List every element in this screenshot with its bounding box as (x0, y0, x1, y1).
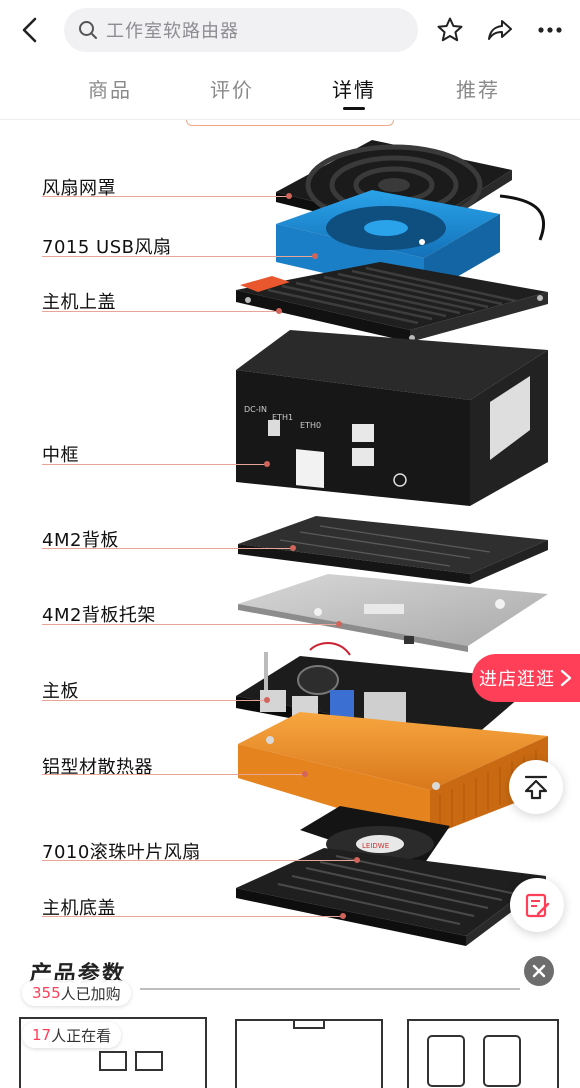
leader-dot-bearing-fan (354, 857, 360, 863)
leader-dot-m2-backplane (290, 545, 296, 551)
share-arrow-icon (488, 20, 512, 40)
search-query-text: 工作室软路由器 (106, 21, 239, 42)
leader-line-mainboard (42, 700, 268, 701)
leader-dot-heatsink (302, 771, 308, 777)
back-to-top-button[interactable] (509, 760, 563, 814)
leader-dot-mainboard (264, 697, 270, 703)
label-usb-fan: 7015 USB风扇 (42, 237, 172, 258)
leader-line-fan-grille (42, 196, 290, 197)
tab-bar: 商品 评价 详情 推荐 (0, 60, 580, 120)
purchased-count: 355 (32, 984, 61, 1002)
purchased-text: 人已加购 (60, 984, 121, 1003)
label-bottom-cover: 主机底盖 (42, 898, 116, 919)
leader-line-m2-bracket (42, 624, 340, 625)
aluminum-heatsink-part (238, 712, 548, 836)
label-m2-bracket: 4M2背板托架 (42, 605, 156, 626)
tab-reviews[interactable]: 评价 (210, 78, 254, 102)
bottom-cover-part (236, 848, 546, 946)
label-fan-grille: 风扇网罩 (42, 178, 116, 199)
tab-details[interactable]: 详情 (332, 78, 376, 102)
port-label-dcin: DC-IN (244, 405, 267, 414)
purchased-count-badge: 355 人已加购 (22, 980, 131, 1006)
port-label-eth0: ETH0 (300, 421, 321, 430)
section-title-rule (140, 988, 520, 990)
top-bar: 工作室软路由器 (0, 0, 580, 60)
search-icon (79, 21, 97, 39)
m2-backplane-part (238, 516, 548, 584)
tab-product[interactable]: 商品 (88, 78, 132, 102)
leader-line-heatsink (42, 774, 306, 775)
top-cover-part (236, 262, 548, 342)
m2-bracket-part (238, 574, 548, 652)
viewing-count: 17 (32, 1026, 52, 1044)
leader-line-usb-fan (42, 256, 316, 257)
usb-fan-part (276, 190, 500, 296)
label-bearing-fan: 7010滚珠叶片风扇 (42, 842, 201, 863)
search-input[interactable]: 工作室软路由器 (64, 8, 418, 52)
header-divider (0, 119, 580, 120)
label-heatsink: 铝型材散热器 (42, 757, 153, 778)
label-mainboard: 主板 (42, 681, 79, 702)
visit-store-button[interactable]: 进店逛逛 (472, 654, 580, 702)
leader-dot-m2-bracket (336, 621, 342, 627)
star-outline-icon (437, 17, 463, 42)
viewing-count-badge: 17 人正在看 (22, 1022, 122, 1048)
viewing-text: 人正在看 (51, 1026, 112, 1045)
active-tab-indicator (343, 107, 365, 110)
more-button[interactable] (534, 14, 566, 46)
leader-line-middle-frame (42, 464, 268, 465)
leader-dot-bottom-cover (340, 913, 346, 919)
leader-line-bottom-cover (42, 916, 344, 917)
port-label-eth1: ETH1 (272, 413, 293, 422)
close-floating-button[interactable] (524, 956, 554, 986)
leader-line-top-cover (42, 311, 280, 312)
leader-dot-top-cover (276, 308, 282, 314)
parameter-drawings (19, 1017, 559, 1088)
fan-sticker-text: LEIDWE (362, 842, 389, 850)
close-icon (532, 964, 546, 978)
label-top-cover: 主机上盖 (42, 292, 116, 313)
visit-store-label: 进店逛逛 (479, 669, 555, 690)
leader-dot-fan-grille (286, 193, 292, 199)
label-middle-frame: 中框 (42, 445, 79, 466)
leader-line-bearing-fan (42, 860, 358, 861)
back-to-top-icon (524, 775, 548, 800)
tab-recommend[interactable]: 推荐 (456, 78, 500, 102)
favorite-button[interactable] (434, 14, 466, 46)
chevron-left-icon (22, 17, 37, 43)
back-button[interactable] (14, 14, 46, 46)
chevron-right-icon (560, 669, 572, 687)
more-dots-icon (538, 27, 562, 33)
edit-note-icon (525, 893, 550, 918)
leader-dot-middle-frame (264, 461, 270, 467)
feedback-button[interactable] (510, 878, 564, 932)
leader-dot-usb-fan (312, 253, 318, 259)
middle-frame-part: DC-IN ETH1 ETH0 (236, 330, 548, 506)
leader-line-m2-backplane (42, 548, 294, 549)
share-button[interactable] (484, 14, 516, 46)
label-m2-backplane: 4M2背板 (42, 530, 119, 551)
